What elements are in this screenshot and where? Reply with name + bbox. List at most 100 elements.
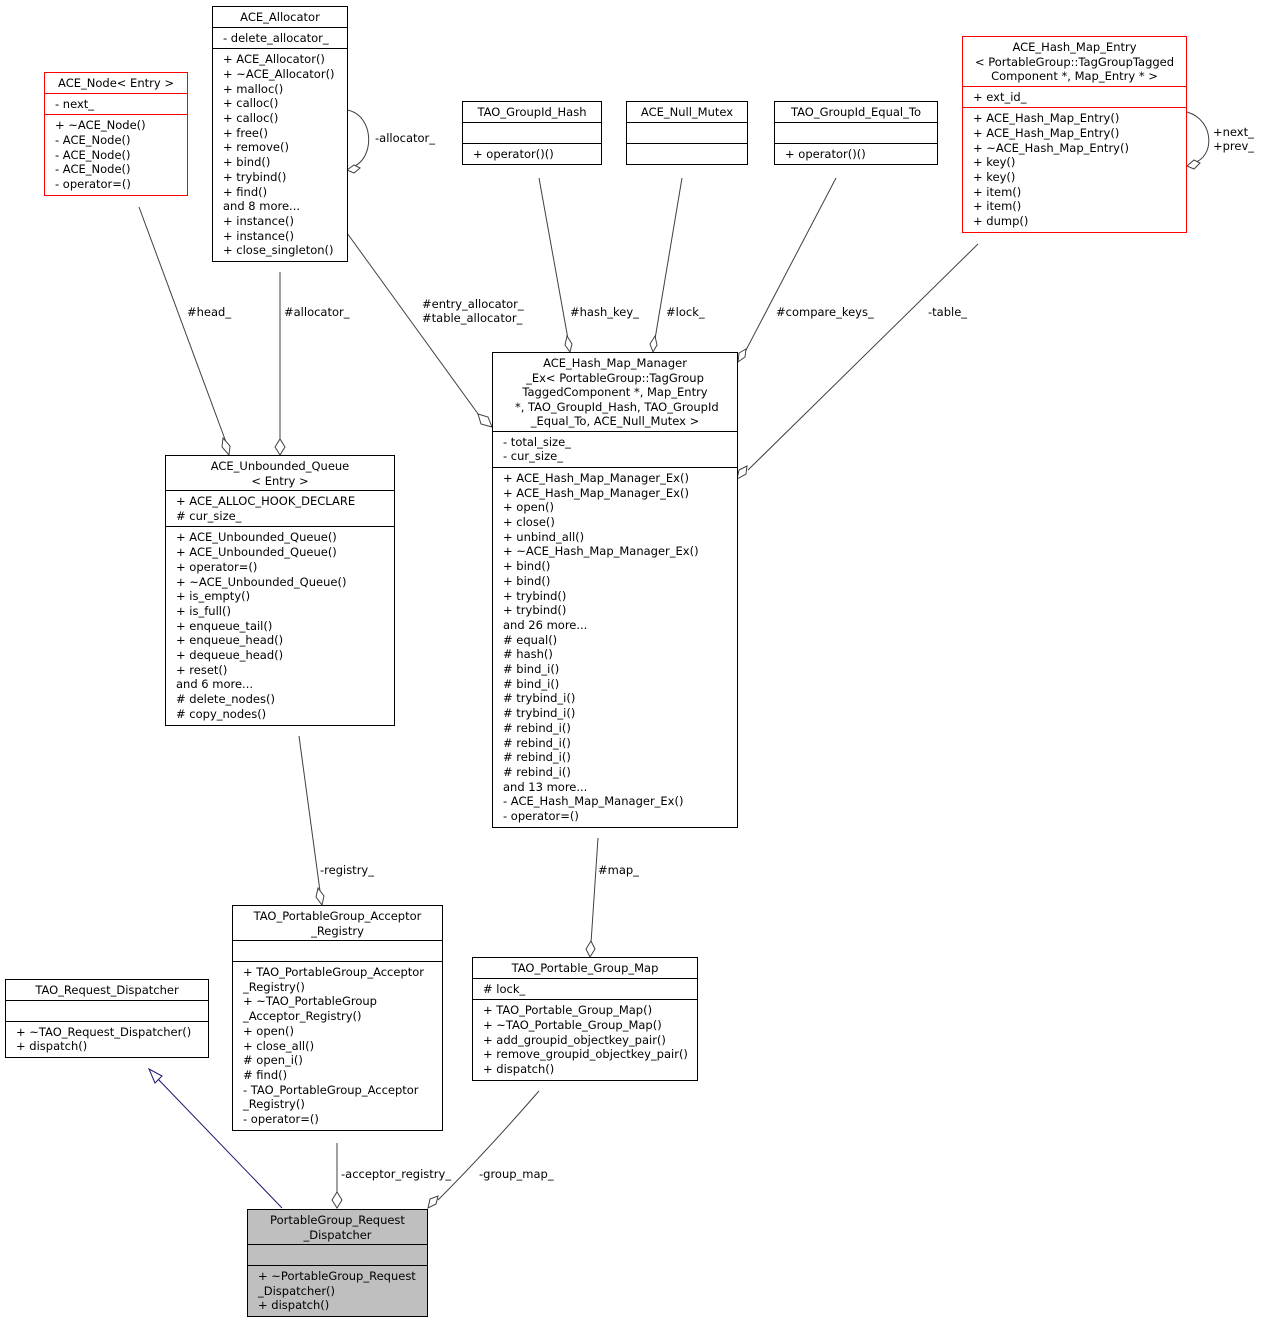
class-operation: + item()	[973, 184, 1022, 199]
class-ace-null-mutex[interactable]: ACE_Null_Mutex	[626, 101, 748, 165]
class-operation: - ACE_Node()	[55, 147, 131, 162]
class-operation: + ~ACE_Hash_Map_Entry()	[973, 140, 1129, 155]
diamond-acceptor-registry	[331, 1191, 343, 1209]
class-operation: # bind_i()	[503, 662, 560, 677]
class-operation: + trybind()	[503, 603, 567, 618]
label-group-map: -group_map_	[479, 1167, 554, 1181]
class-portablegroup-request-dispatcher[interactable]: PortableGroup_Request _Dispatcher+ ~Port…	[247, 1209, 428, 1318]
class-operation: - TAO_PortableGroup_Acceptor _Registry()	[243, 1082, 419, 1112]
label-table: -table_	[928, 305, 967, 319]
class-operation: + calloc()	[223, 111, 279, 126]
class-attributes	[6, 999, 208, 1021]
class-tao-groupid-equal-to[interactable]: TAO_GroupId_Equal_To+ operator()()	[774, 101, 938, 166]
class-title: ACE_Hash_Map_Manager _Ex< PortableGroup:…	[514, 356, 719, 428]
class-operation: + reset()	[176, 662, 228, 677]
class-ace-allocator[interactable]: ACE_Allocator- delete_allocator_+ ACE_Al…	[212, 6, 348, 263]
class-tao-groupid-hash[interactable]: TAO_GroupId_Hash + operator()()	[462, 101, 602, 166]
class-operation: + free()	[223, 125, 268, 140]
class-ace-node[interactable]: ACE_Node< Entry >- next_+ ~ACE_Node()- A…	[44, 72, 188, 196]
class-operation: + ACE_Hash_Map_Entry()	[973, 125, 1120, 140]
label-compare-keys: #compare_keys_	[776, 305, 874, 319]
class-tao-request-dispatcher[interactable]: TAO_Request_Dispatcher + ~TAO_Request_Dis…	[5, 979, 209, 1058]
class-operation: + close_all()	[243, 1038, 315, 1053]
edge-registry	[298, 735, 321, 892]
class-operation: # rebind_i()	[503, 735, 571, 750]
edge-table	[747, 243, 979, 471]
class-operation: + operator=()	[176, 559, 258, 574]
class-operation: # equal()	[503, 632, 558, 647]
class-operation: + open()	[503, 500, 554, 515]
label-head: #head_	[187, 305, 231, 319]
class-operation: + unbind_all()	[503, 529, 585, 544]
class-operation: + add_groupid_objectkey_pair()	[483, 1032, 666, 1047]
class-operation: + TAO_Portable_Group_Map()	[483, 1003, 653, 1018]
class-operation: + close_singleton()	[223, 243, 334, 258]
class-operations: + operator()()	[463, 142, 601, 165]
class-title: TAO_Request_Dispatcher	[35, 983, 179, 997]
class-operation: + remove_groupid_objectkey_pair()	[483, 1047, 688, 1062]
class-tao-portablegroup-acceptor-registry[interactable]: TAO_PortableGroup_Acceptor _Registry+ TA…	[232, 905, 443, 1131]
class-operation: + ~TAO_PortableGroup _Acceptor_Registry(…	[243, 994, 377, 1024]
edge-hash-map-entry-self	[1186, 111, 1210, 164]
class-operation: + trybind()	[503, 588, 567, 603]
class-attributes: # lock_	[473, 977, 697, 1000]
diamond-entry-table-allocator	[477, 413, 493, 428]
edge-inheritance	[156, 1077, 283, 1209]
class-operation: + enqueue_head()	[176, 633, 284, 648]
class-operation: + dispatch()	[16, 1039, 88, 1054]
edge-allocator-self	[346, 109, 370, 168]
diamond-group-map	[427, 1195, 439, 1209]
class-operations: + ~TAO_Request_Dispatcher()+ dispatch()	[6, 1020, 208, 1057]
class-operations: + TAO_PortableGroup_Acceptor _Registry()…	[233, 961, 442, 1130]
diamond-head	[221, 436, 231, 457]
diamond-allocator	[274, 438, 286, 456]
class-operation: # delete_nodes()	[176, 692, 275, 707]
class-operation: + ~ACE_Hash_Map_Manager_Ex()	[503, 544, 699, 559]
label-allocator: #allocator_	[284, 305, 350, 319]
class-title: TAO_GroupId_Hash	[477, 105, 587, 119]
class-operations: + ~PortableGroup_Request _Dispatcher()+ …	[248, 1265, 427, 1316]
edge-map	[590, 837, 599, 944]
class-operation: + ACE_Hash_Map_Entry()	[973, 111, 1120, 126]
class-title: ACE_Hash_Map_Entry < PortableGroup::TagG…	[974, 40, 1175, 83]
class-operation: # hash()	[503, 647, 553, 662]
class-tao-portable-group-map[interactable]: TAO_Portable_Group_Map# lock_+ TAO_Porta…	[472, 957, 698, 1081]
label-next-prev: +next_+prev_	[1213, 125, 1254, 153]
label-hash-key: #hash_key_	[570, 305, 639, 319]
class-operations: + ACE_Allocator()+ ~ACE_Allocator()+ mal…	[213, 48, 347, 261]
class-attribute: # lock_	[483, 981, 526, 996]
class-operation: + dispatch()	[483, 1062, 555, 1077]
class-attribute: - total_size_	[503, 434, 571, 449]
class-operation: and 6 more...	[176, 677, 254, 692]
class-operation: # bind_i()	[503, 676, 560, 691]
class-operation: + is_full()	[176, 603, 231, 618]
class-operation: + key()	[973, 170, 1016, 185]
class-operation: + TAO_PortableGroup_Acceptor _Registry()	[243, 965, 425, 994]
class-operation: + ~PortableGroup_Request _Dispatcher()	[258, 1269, 416, 1298]
class-attribute: - delete_allocator_	[223, 30, 329, 45]
class-attributes: + ACE_ALLOC_HOOK_DECLARE# cur_size_	[166, 490, 394, 526]
class-operation: - operator=()	[503, 809, 579, 824]
class-operation: - ACE_Node()	[55, 162, 131, 177]
class-operation: + open()	[243, 1023, 294, 1038]
class-operation: + ACE_Hash_Map_Manager_Ex()	[503, 470, 689, 485]
class-attribute: # cur_size_	[176, 508, 242, 523]
label-acceptor-registry: -acceptor_registry_	[341, 1167, 451, 1181]
class-attributes	[463, 121, 601, 143]
class-operation: # rebind_i()	[503, 764, 571, 779]
edge-compare-keys	[744, 177, 837, 353]
class-operation: + bind()	[503, 559, 551, 574]
class-operations: + ACE_Hash_Map_Entry()+ ACE_Hash_Map_Ent…	[963, 107, 1186, 232]
class-operation: # find()	[243, 1067, 288, 1082]
class-operation: + ~TAO_Request_Dispatcher()	[16, 1024, 192, 1039]
class-ace-hash-map-entry[interactable]: ACE_Hash_Map_Entry < PortableGroup::TagG…	[962, 36, 1187, 233]
class-operation: + calloc()	[223, 96, 279, 111]
class-operation: + dequeue_head()	[176, 648, 284, 663]
class-ace-hash-map-manager-ex[interactable]: ACE_Hash_Map_Manager _Ex< PortableGroup:…	[492, 352, 738, 828]
class-operation: + malloc()	[223, 81, 284, 96]
label-map: #map_	[598, 863, 639, 877]
class-ace-unbounded-queue[interactable]: ACE_Unbounded_Queue < Entry >+ ACE_ALLOC…	[165, 455, 395, 726]
label-entry-table-allocator: #entry_allocator_#table_allocator_	[422, 297, 524, 325]
class-operation: + ACE_Allocator()	[223, 52, 325, 67]
class-operation: + dump()	[973, 214, 1029, 229]
